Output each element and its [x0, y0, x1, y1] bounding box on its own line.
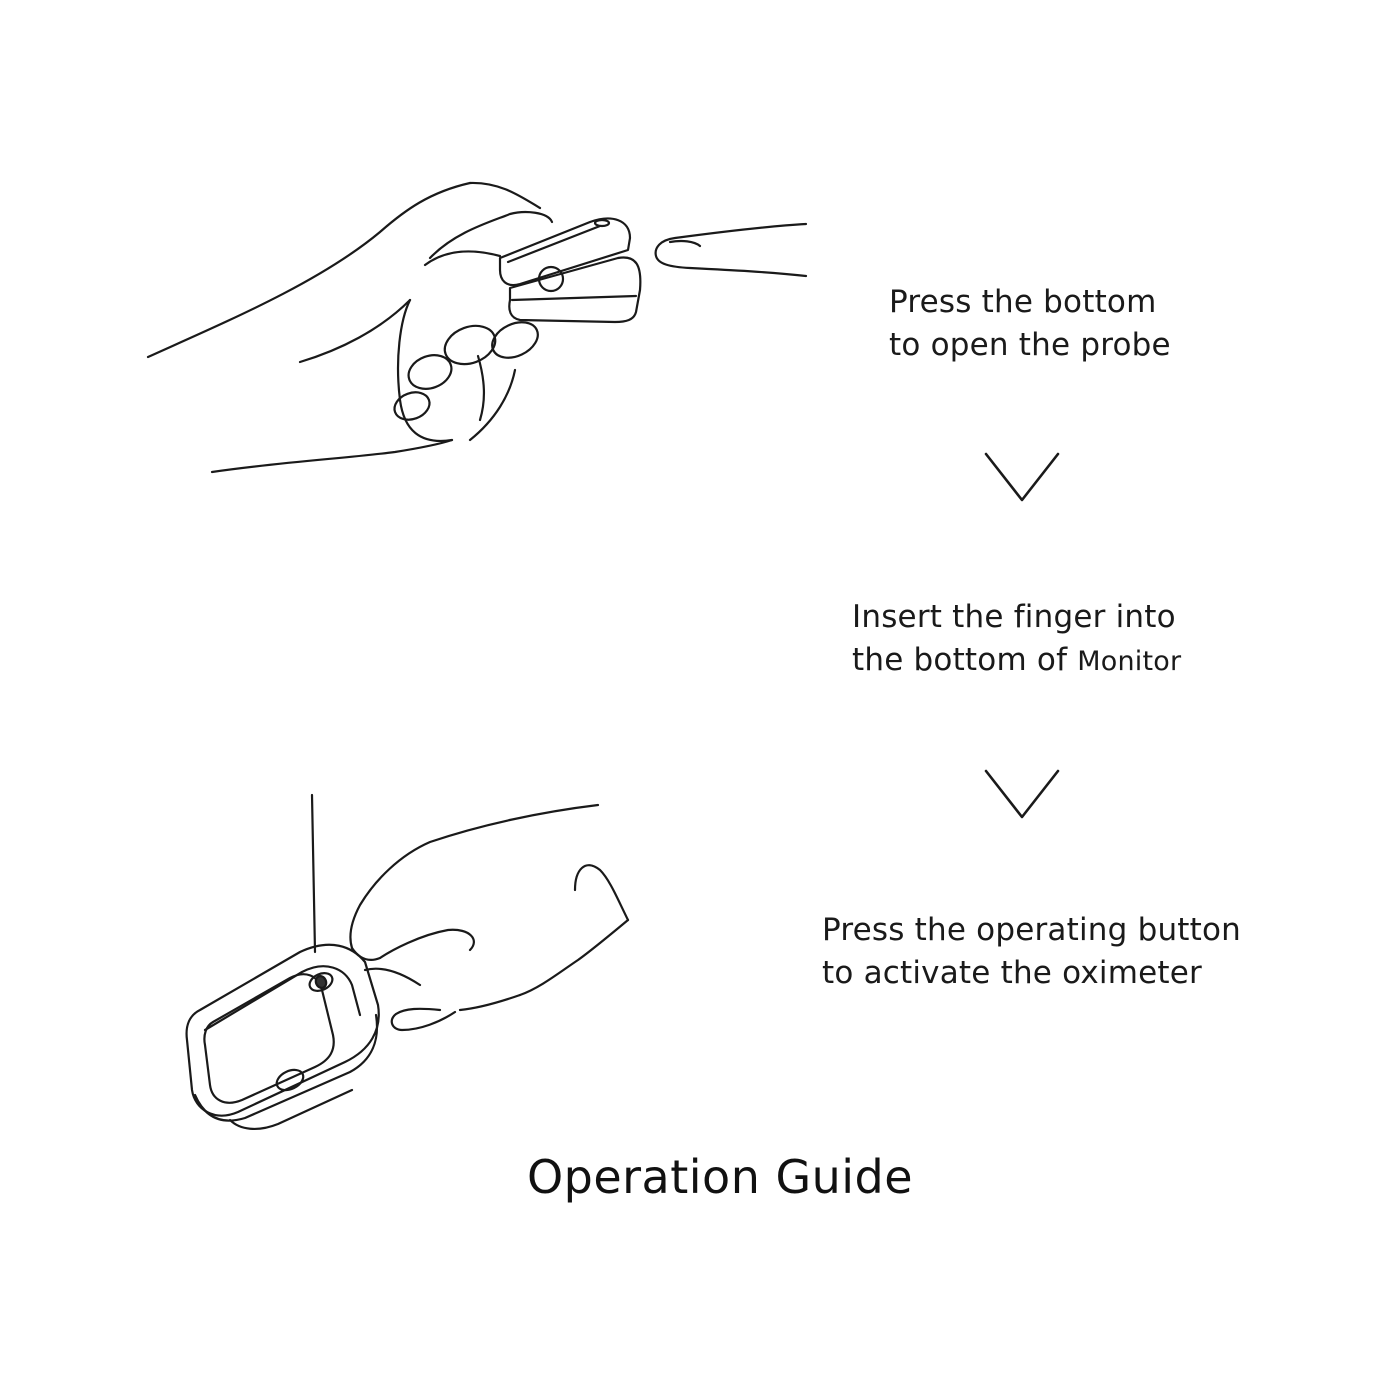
page-title: Operation Guide — [526, 1150, 914, 1204]
step-2-instruction: Insert the finger into the bottom of Mon… — [852, 596, 1181, 683]
hand-opening-oximeter-illustration — [146, 181, 808, 474]
step-3-line-1: Press the operating button — [822, 912, 1242, 948]
step-2-line-2: the bottom of Monitor — [852, 639, 1181, 683]
chevron-down-icon — [984, 769, 1060, 819]
step-1-line-1: Press the bottom — [889, 284, 1157, 320]
step-3-instruction: Press the operating button to activate t… — [822, 909, 1241, 995]
step-3-line-2: to activate the oximeter — [822, 955, 1202, 991]
chevron-down-icon — [984, 452, 1060, 502]
step-1-instruction: Press the bottom to open the probe — [889, 281, 1171, 367]
step-2-line-1: Insert the finger into — [852, 599, 1176, 635]
step-2-line-2-suffix: Monitor — [1077, 646, 1182, 677]
step-2-line-2-prefix: the bottom of — [852, 642, 1078, 678]
hand-pressing-oximeter-illustration — [185, 793, 630, 1130]
step-1-line-2: to open the probe — [889, 327, 1171, 363]
